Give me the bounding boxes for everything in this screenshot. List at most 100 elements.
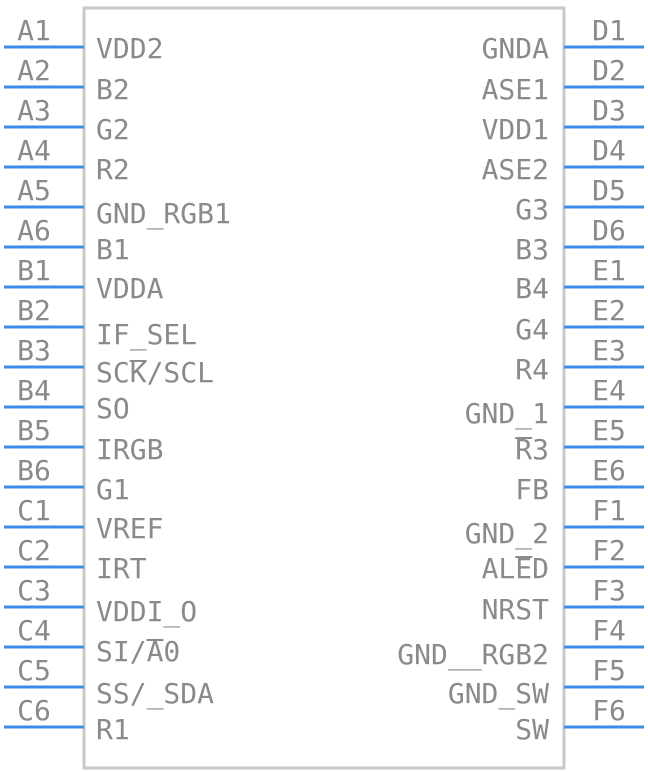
pin-name: ASE2: [482, 153, 549, 186]
pin-name: GND_1: [465, 397, 549, 431]
pin-number: F3: [592, 574, 626, 607]
pin-number: D4: [592, 134, 626, 167]
pin-name: IRT: [96, 552, 147, 585]
pin-name: SCK/SCL: [96, 356, 214, 389]
pin-name: GND_RGB1: [96, 197, 231, 231]
pin-name: SW: [515, 713, 549, 746]
pin-number: F4: [592, 614, 626, 647]
pin-number: E1: [592, 254, 626, 287]
pin-number: C6: [17, 694, 51, 727]
pin-number: C5: [17, 654, 51, 687]
pin-name: IRGB: [96, 433, 163, 466]
pin-number: B4: [17, 374, 51, 407]
pin-name: G4: [515, 313, 549, 346]
pin-number: A4: [17, 134, 51, 167]
pin-number: F6: [592, 694, 626, 727]
pin-number: D2: [592, 54, 626, 87]
pin-name: VDDA: [96, 272, 164, 305]
pin-number: D5: [592, 174, 626, 207]
pin-number: C1: [17, 494, 51, 527]
pin-name: VDD1: [482, 113, 549, 146]
pin-name: IF_SEL: [96, 318, 197, 352]
pin-name: ALED: [482, 552, 549, 585]
pin-name: SS/_SDA: [96, 677, 214, 711]
pin-number: E5: [592, 414, 626, 447]
pin-name: GND_SW: [448, 677, 549, 711]
pin-number: A2: [17, 54, 51, 87]
pin-name: ASE1: [482, 73, 549, 106]
pin-name: R2: [96, 153, 130, 186]
pin-number: D1: [592, 14, 626, 47]
pin-number: E2: [592, 294, 626, 327]
pin-name: B1: [96, 233, 130, 266]
pin-number: B6: [17, 454, 51, 487]
ic-body-outline: [82, 6, 566, 770]
pin-number: A5: [17, 174, 51, 207]
pin-name: VREF: [96, 512, 163, 545]
pin-number: E3: [592, 334, 626, 367]
pin-name: GND_2: [465, 517, 549, 551]
pin-number: E4: [592, 374, 626, 407]
pin-number: B5: [17, 414, 51, 447]
pin-name: GNDA: [482, 32, 550, 65]
right-pin-column: D1GNDAD2ASE1D3VDD1D4ASE2D5G3D6B3E1B4E2G4…: [397, 14, 644, 746]
pin-name: G1: [96, 473, 130, 506]
pin-number: A3: [17, 94, 51, 127]
pin-name: B2: [96, 73, 130, 106]
pin-number: D3: [592, 94, 626, 127]
pin-number: D6: [592, 214, 626, 247]
pin-name: B4: [515, 272, 549, 305]
pin-name: R4: [515, 353, 549, 386]
pin-number: C4: [17, 614, 51, 647]
pin-name: VDD2: [96, 32, 163, 65]
pin-name: SI/A0: [96, 635, 180, 668]
pin-name: FB: [515, 473, 549, 506]
left-pin-column: A1VDD2A2B2A3G2A4R2A5GND_RGB1A6B1B1VDDAB2…: [4, 14, 231, 746]
pin-number: B2: [17, 294, 51, 327]
pin-name: G3: [515, 193, 549, 226]
pin-number: C3: [17, 574, 51, 607]
pin-name: SO: [96, 392, 130, 425]
pin-name: NRST: [482, 593, 550, 626]
pin-name: B3: [515, 233, 549, 266]
pin-number: A1: [17, 14, 51, 47]
pin-name: G2: [96, 113, 130, 146]
pin-number: F2: [592, 534, 626, 567]
pin-name: VDDI_O: [96, 595, 197, 629]
pin-number: F1: [592, 494, 626, 527]
